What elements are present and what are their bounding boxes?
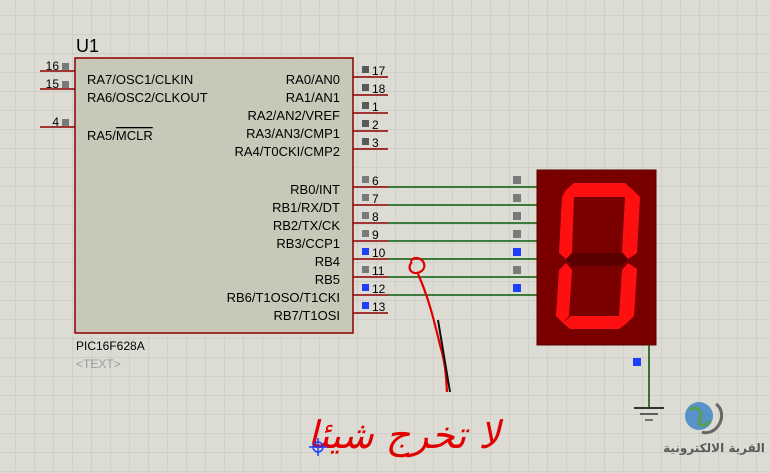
segment-e [556,263,572,323]
pin-number: 4 [52,115,59,129]
pin-number: 1 [372,100,379,114]
pin-label: RB1/RX/DT [272,200,340,215]
segment-b [622,190,640,259]
pin-state-indicator [362,212,369,219]
watermark-text: القرية الالكترونية [663,441,765,456]
pin-indicator [62,63,69,70]
common-pin-indicator [633,358,641,366]
ink-circle [408,256,426,275]
segment-c [619,263,637,323]
pin-state-indicator [362,138,369,145]
pin-label: RA5/MCLR [87,128,153,143]
pin-label: RA7/OSC1/CLKIN [87,72,193,87]
pin-number: 16 [46,59,60,73]
handwritten-text: لا تخرج شيئا [307,413,504,458]
pin-state-indicator [362,84,369,91]
pin-state-indicator [362,302,369,309]
pin-number: 18 [372,82,386,96]
handwritten-annotation: لا تخرج شيئا [307,256,504,458]
pin-state-indicator [362,176,369,183]
ground-icon [634,407,664,421]
pin-number: 15 [46,77,60,91]
display-input-indicator [513,284,521,292]
pin-number: 17 [372,64,386,78]
segment-d [563,316,627,329]
crosshair-cursor-icon [309,438,327,456]
pin-label: RA4/T0CKI/CMP2 [235,144,340,159]
pin-label: RB5 [315,272,340,287]
pin-state-indicator [362,284,369,291]
seven-segment-display[interactable] [513,169,664,421]
pin-number: 9 [372,228,379,242]
pin-state-indicator [362,66,369,73]
pin-label: RA1/AN1 [286,90,340,105]
chip-body[interactable] [74,57,354,334]
pin-number: 2 [372,118,379,132]
pin-label: RB2/TX/CK [273,218,341,233]
pin-label: RA0/AN0 [286,72,340,87]
pin-number: 8 [372,210,379,224]
pin-number: 10 [372,246,386,260]
segment-a [566,183,633,197]
display-input-indicator [513,266,521,274]
component-ref: U1 [76,36,99,56]
pin-state-indicator [362,230,369,237]
part-name: PIC16F628A [76,339,145,353]
pin-state-indicator [362,266,369,273]
pin-number: 7 [372,192,379,206]
display-input-indicator [513,230,521,238]
pic-component[interactable]: U1 PIC16F628A <TEXT> 16RA7/OSC1/CLKIN15R… [40,36,388,371]
display-inputs [513,176,521,292]
pin-state-indicator [362,102,369,109]
pin-label-prefix: RA5/ [87,128,116,143]
text-placeholder: <TEXT> [76,357,121,371]
ink-dark-stroke [437,319,451,393]
watermark-logo: القرية الالكترونية [663,402,765,456]
pin-label: RB6/T1OSO/T1CKI [227,290,340,305]
pin-number: 12 [372,282,386,296]
pin-number: 6 [372,174,379,188]
segment-g [566,253,628,266]
pin-number: 11 [372,264,385,278]
display-input-indicator [513,176,521,184]
pin-indicator [62,81,69,88]
display-input-indicator [513,194,521,202]
segment-f [559,190,574,259]
pin-label: RB3/CCP1 [276,236,340,251]
globe-icon [685,402,713,430]
pin-label: RA3/AN3/CMP1 [246,126,340,141]
pin-label: RB4 [315,254,340,269]
display-input-indicator [513,212,521,220]
pin-label-overline: MCLR [116,128,153,143]
pin-state-indicator [362,248,369,255]
pin-label: RA2/AN2/VREF [248,108,341,123]
wires [388,186,537,296]
ink-arrow-line [416,273,449,393]
pin-number: 13 [372,300,386,314]
pin-indicator [62,119,69,126]
pin-label: RB0/INT [290,182,340,197]
display-segments [556,183,640,329]
pin-label: RB7/T1OSI [274,308,340,323]
pin-state-indicator [362,194,369,201]
pin-number: 3 [372,136,379,150]
display-input-indicator [513,248,521,256]
pin-label: RA6/OSC2/CLKOUT [87,90,208,105]
pin-state-indicator [362,120,369,127]
